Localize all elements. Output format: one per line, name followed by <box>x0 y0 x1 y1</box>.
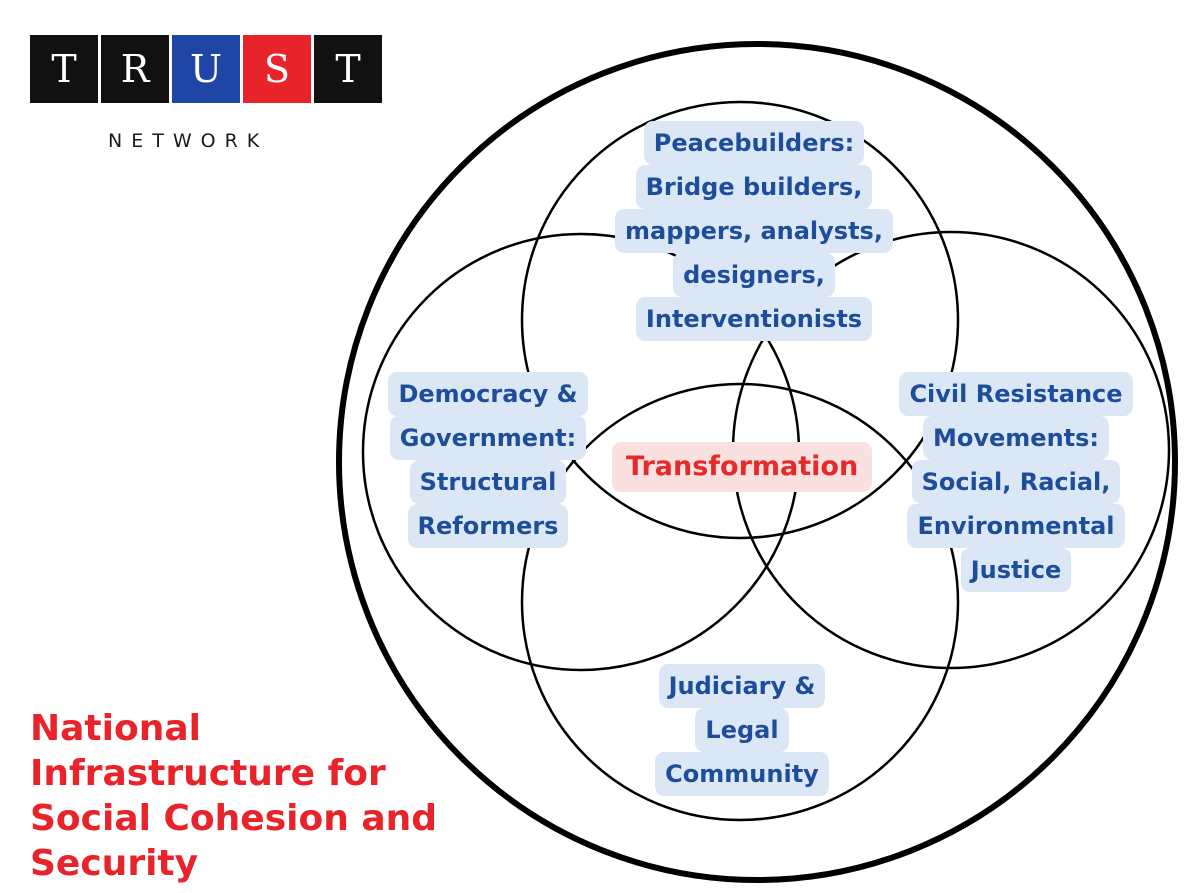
label-line: Peacebuilders: <box>643 121 865 165</box>
logo-letter: T <box>30 35 98 103</box>
label-line: Movements: <box>922 416 1110 460</box>
label-line: Justice <box>960 548 1072 592</box>
outer-circle <box>336 41 1178 883</box>
label-line: Legal <box>695 708 789 752</box>
label-line: Community <box>655 752 829 796</box>
label-line: Interventionists <box>635 297 873 341</box>
label-line: Judiciary & <box>658 664 826 708</box>
label-line: Environmental <box>907 504 1125 548</box>
logo-letter: U <box>172 35 240 103</box>
title-line: Security <box>30 843 199 884</box>
logo-letter: T <box>314 35 382 103</box>
title-line: Infrastructure for <box>30 753 386 794</box>
label-line: mappers, analysts, <box>615 209 893 253</box>
logo-letter: S <box>243 35 311 103</box>
logo-letter: R <box>101 35 169 103</box>
label-line: Democracy & <box>388 372 588 416</box>
label-line: Government: <box>389 416 587 460</box>
center-label-transformation: Transformation <box>612 442 873 492</box>
label-civil-resistance: Civil Resistance Movements: Social, Raci… <box>886 372 1146 592</box>
circle-judiciary <box>520 382 960 822</box>
label-peacebuilders: Peacebuilders: Bridge builders, mappers,… <box>604 121 904 341</box>
label-line: Bridge builders, <box>635 165 873 209</box>
title-line: Social Cohesion and <box>30 798 438 839</box>
label-line: Structural <box>409 460 567 504</box>
page-title: National Infrastructure for Social Cohes… <box>30 706 500 886</box>
label-line: designers, <box>673 253 835 297</box>
logo-subtitle: NETWORK <box>108 130 269 152</box>
title-line: National <box>30 708 201 749</box>
trust-logo: T R U S T <box>30 35 382 103</box>
label-line: Reformers <box>407 504 569 548</box>
label-judiciary: Judiciary & Legal Community <box>632 664 852 796</box>
circle-peacebuilders <box>520 100 960 540</box>
label-line: Civil Resistance <box>899 372 1133 416</box>
label-democracy: Democracy & Government: Structural Refor… <box>378 372 598 548</box>
label-line: Social, Racial, <box>911 460 1121 504</box>
